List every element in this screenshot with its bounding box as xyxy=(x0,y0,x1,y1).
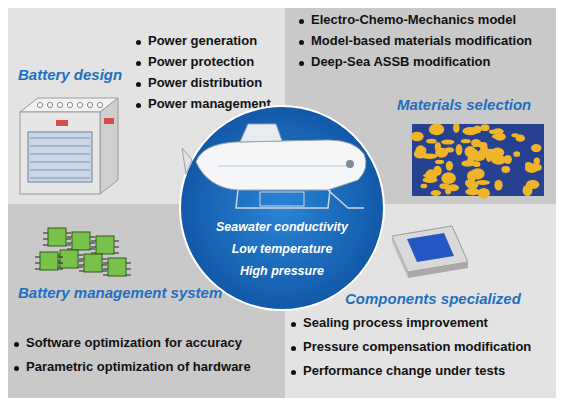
panel-title: Battery management system xyxy=(18,284,222,301)
bullet-item: Deep-Sea ASSB modification xyxy=(297,55,490,70)
center-circle: Seawater conductivityLow temperatureHigh… xyxy=(178,104,386,312)
battery-cabinet xyxy=(20,98,118,194)
bullet-item: Power management xyxy=(134,97,271,112)
condition-text: Seawater conductivity xyxy=(178,220,386,234)
condition-text: Low temperature xyxy=(178,242,386,256)
panel-title: Components specialized xyxy=(345,290,521,307)
panel-title: Materials selection xyxy=(397,96,531,113)
circle-outline xyxy=(178,104,386,312)
bullet-item: Power distribution xyxy=(134,76,262,91)
bullet-item: Sealing process improvement xyxy=(289,316,488,331)
bullet-item: Power protection xyxy=(134,55,254,70)
bullet-item: Parametric optimization of hardware xyxy=(12,360,251,375)
bullet-item: Power generation xyxy=(134,34,257,49)
materials-micrograph xyxy=(411,123,544,199)
bullet-item: Pressure compensation modification xyxy=(289,340,531,355)
bullet-item: Electro-Chemo-Mechanics model xyxy=(297,13,516,28)
submarine-illustration xyxy=(182,124,366,208)
panel-title: Battery design xyxy=(18,66,122,83)
condition-text: High pressure xyxy=(178,264,386,278)
bullet-item: Model-based materials modification xyxy=(297,34,532,49)
bullet-item: Software optimization for accuracy xyxy=(12,336,242,351)
bullet-item: Performance change under tests xyxy=(289,364,505,379)
